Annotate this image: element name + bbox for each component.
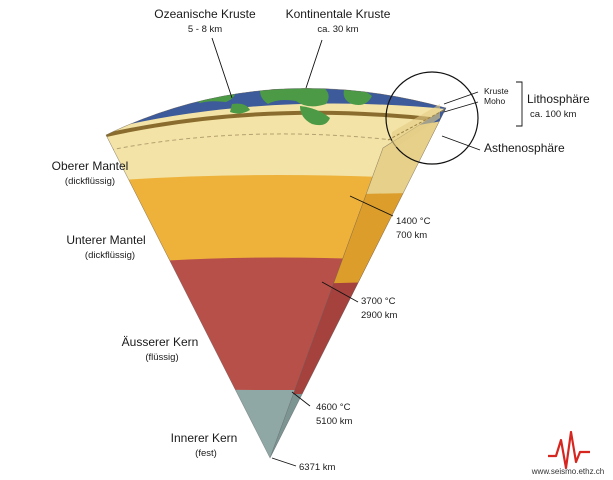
oceanic-crust-thickness: 5 - 8 km <box>188 24 222 35</box>
zoom-moho-label: Moho <box>484 96 506 106</box>
moho-dashed-line <box>109 133 441 151</box>
outer-core-label: Äusserer Kern <box>122 335 199 349</box>
boundary-3-temperature: 4600 °C <box>316 402 351 413</box>
boundary-3-depth: 5100 km <box>316 416 353 427</box>
boundary-2-temperature: 3700 °C <box>361 296 396 307</box>
inner-core-state: (fest) <box>195 448 217 459</box>
asthenosphere-label: Asthenosphäre <box>484 141 565 155</box>
inner-core-label: Innerer Kern <box>171 431 238 445</box>
upper-mantle-state: (dickflüssig) <box>65 176 115 187</box>
outer-core-state: (flüssig) <box>145 352 178 363</box>
leader-lines <box>211 37 523 467</box>
lower-mantle-label: Unterer Mantel <box>66 233 145 247</box>
crust-edge-band <box>106 110 441 137</box>
oceanic-crust-label: Ozeanische Kruste <box>154 7 256 21</box>
lithosphere-label: Lithosphäre <box>527 92 590 106</box>
source-url: www.seismo.ethz.ch <box>531 467 604 476</box>
zoom-kruste-label: Kruste <box>484 86 509 96</box>
lithosphere-zoom-circle <box>385 71 479 165</box>
boundary-1-depth: 700 km <box>396 230 427 241</box>
seismograph-logo-icon <box>548 430 590 470</box>
continental-crust-label: Kontinentale Kruste <box>286 7 391 21</box>
lithosphere-thickness: ca. 100 km <box>530 109 577 120</box>
center-depth-label: 6371 km <box>299 462 336 473</box>
boundary-1-temperature: 1400 °C <box>396 216 431 227</box>
zoom-lithosphere-band <box>392 104 440 150</box>
lower-mantle-state: (dickflüssig) <box>85 250 135 261</box>
zoom-moho-line <box>387 109 445 141</box>
continental-crust-thickness: ca. 30 km <box>317 24 358 35</box>
upper-mantle-label: Oberer Mantel <box>52 159 129 173</box>
boundary-2-depth: 2900 km <box>361 310 398 321</box>
